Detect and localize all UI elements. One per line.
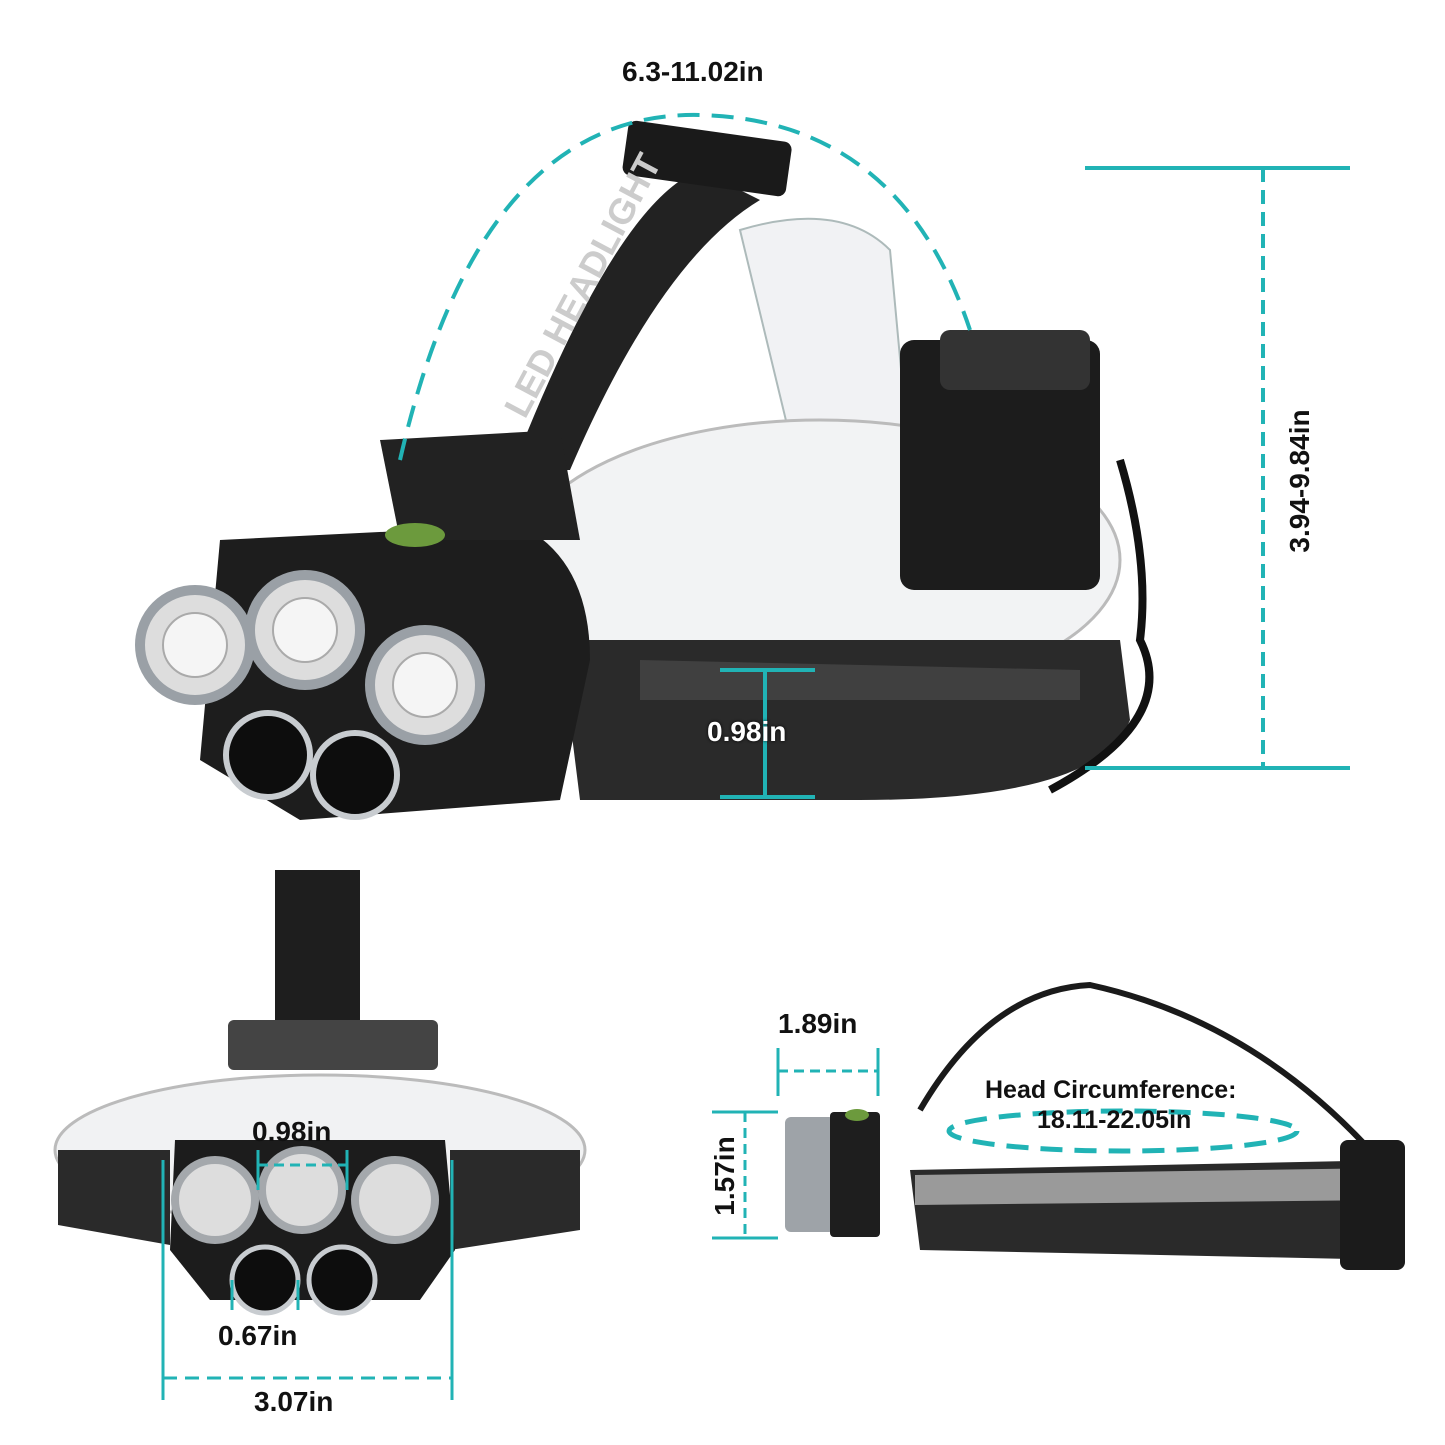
front-headlamp-photo xyxy=(53,870,587,1316)
lamp-depth-label: 1.89in xyxy=(778,1008,858,1039)
side-dimension-lines xyxy=(712,1048,1300,1240)
head-circumference-value: 18.11-22.05in xyxy=(1037,1106,1192,1134)
main-dimension-lines xyxy=(398,112,1350,799)
front-dimension-lines xyxy=(161,1150,454,1400)
lamp-height-label: 1.57in xyxy=(709,1136,740,1216)
strap-length-label: 6.3-11.02in xyxy=(622,56,764,87)
strap-width-label: 0.98in xyxy=(707,716,787,747)
lens-diameter-label: 0.98in xyxy=(252,1116,332,1147)
small-lens-label: 0.67in xyxy=(218,1320,298,1351)
total-width-label: 3.07in xyxy=(254,1386,334,1417)
side-headlamp-photo xyxy=(785,981,1405,1270)
head-circumference-label: Head Circumference: xyxy=(985,1076,1237,1104)
main-headlamp-photo: LED HEADLIGHT xyxy=(135,120,1154,820)
height-label: 3.94-9.84in xyxy=(1284,409,1315,553)
